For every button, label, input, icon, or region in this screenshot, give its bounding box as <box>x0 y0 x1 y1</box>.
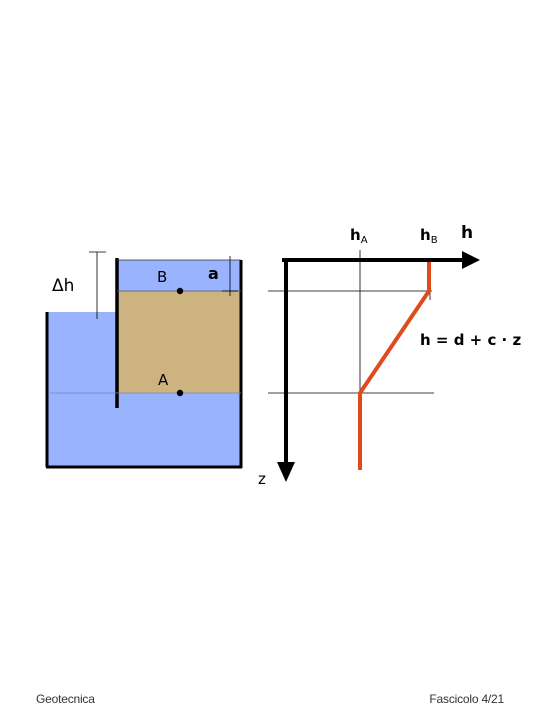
h-a-label: hA <box>350 226 368 246</box>
soil-sample <box>117 291 241 393</box>
a-dim-label: a <box>208 264 219 283</box>
z-axis-label: z <box>258 470 266 488</box>
h-b-subscript: B <box>431 235 438 246</box>
footer-page-number: Fascicolo 4/21 <box>429 692 504 706</box>
z-axis-arrowhead <box>277 462 295 482</box>
delta-h-label: Δh <box>52 276 74 296</box>
h-b-label: hB <box>420 226 438 246</box>
h-a-subscript: A <box>361 235 368 246</box>
h-axis-label: h <box>461 223 473 243</box>
apparatus: Δh B A a <box>45 251 243 469</box>
head-diagram: hA hB h z h = d + c · z <box>258 223 521 488</box>
column-water <box>117 260 241 291</box>
point-b-label: B <box>157 268 167 286</box>
head-formula: h = d + c · z <box>420 331 521 349</box>
point-b-marker <box>176 287 184 295</box>
footer-course-title: Geotecnica <box>36 692 95 706</box>
point-a-label: A <box>158 371 169 389</box>
h-axis-arrowhead <box>462 251 480 269</box>
point-a-marker <box>176 389 184 397</box>
head-profile-line <box>358 260 431 470</box>
